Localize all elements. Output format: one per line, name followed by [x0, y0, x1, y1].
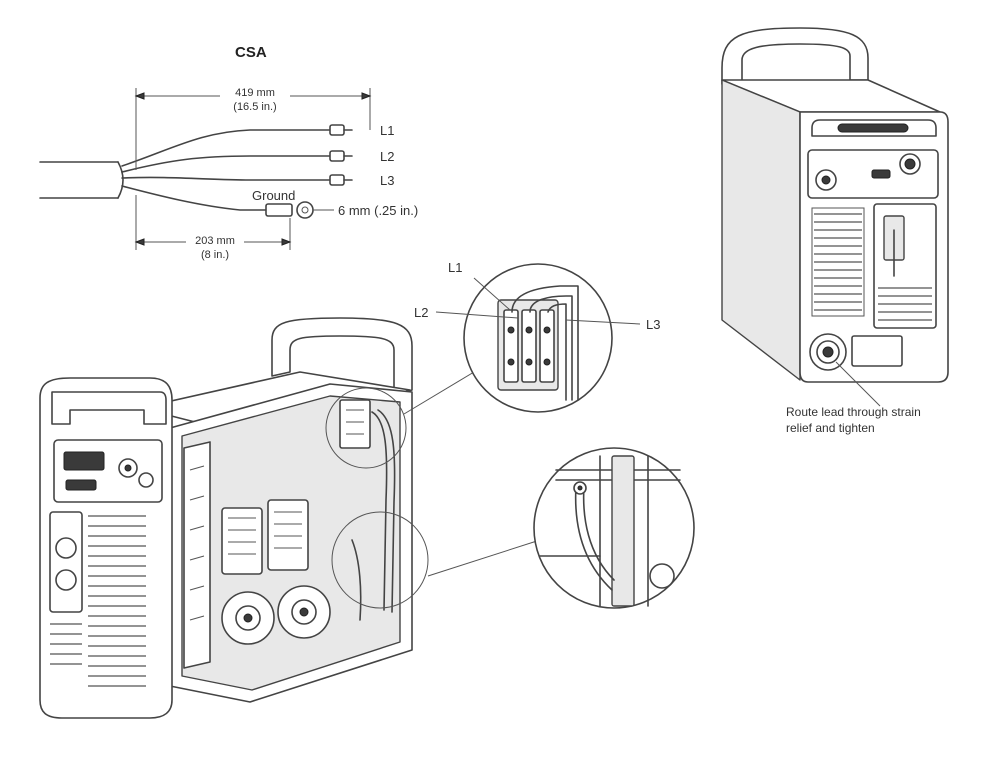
cable-lead-l2-label: L2 [380, 149, 395, 164]
ground-length-metric: 203 mm [195, 235, 235, 247]
terminal-lead-l2-label: L2 [414, 305, 429, 320]
ground-length-imperial: (8 in.) [200, 249, 230, 261]
overall-length-metric: 419 mm [235, 87, 275, 99]
cable-lead-l3-label: L3 [380, 173, 395, 188]
overall-length-dimension: 419 mm (16.5 in.) [222, 86, 288, 114]
rear-view-unit-drawing [721, 27, 949, 407]
ground-length-dimension: 203 mm (8 in.) [186, 234, 244, 262]
cable-detail-drawing [39, 88, 372, 250]
ring-size-label: 6 mm (.25 in.) [338, 203, 419, 218]
terminal-lead-l1-label: L1 [448, 260, 463, 275]
strain-relief-note-line1: Route lead through strain [786, 405, 921, 419]
terminal-callout-drawing [435, 263, 641, 413]
terminal-lead-l3-label: L3 [646, 317, 661, 332]
strain-relief-note-line2: relief and tighten [786, 421, 875, 435]
strain-relief-note: Route lead through strain relief and tig… [786, 404, 921, 436]
open-unit-drawing [39, 317, 541, 719]
ground-label: Ground [252, 188, 296, 203]
overall-length-imperial: (16.5 in.) [233, 101, 277, 113]
ground-callout-drawing [533, 447, 695, 609]
cable-detail-title: CSA [235, 44, 267, 61]
cable-lead-l1-label: L1 [380, 123, 395, 138]
